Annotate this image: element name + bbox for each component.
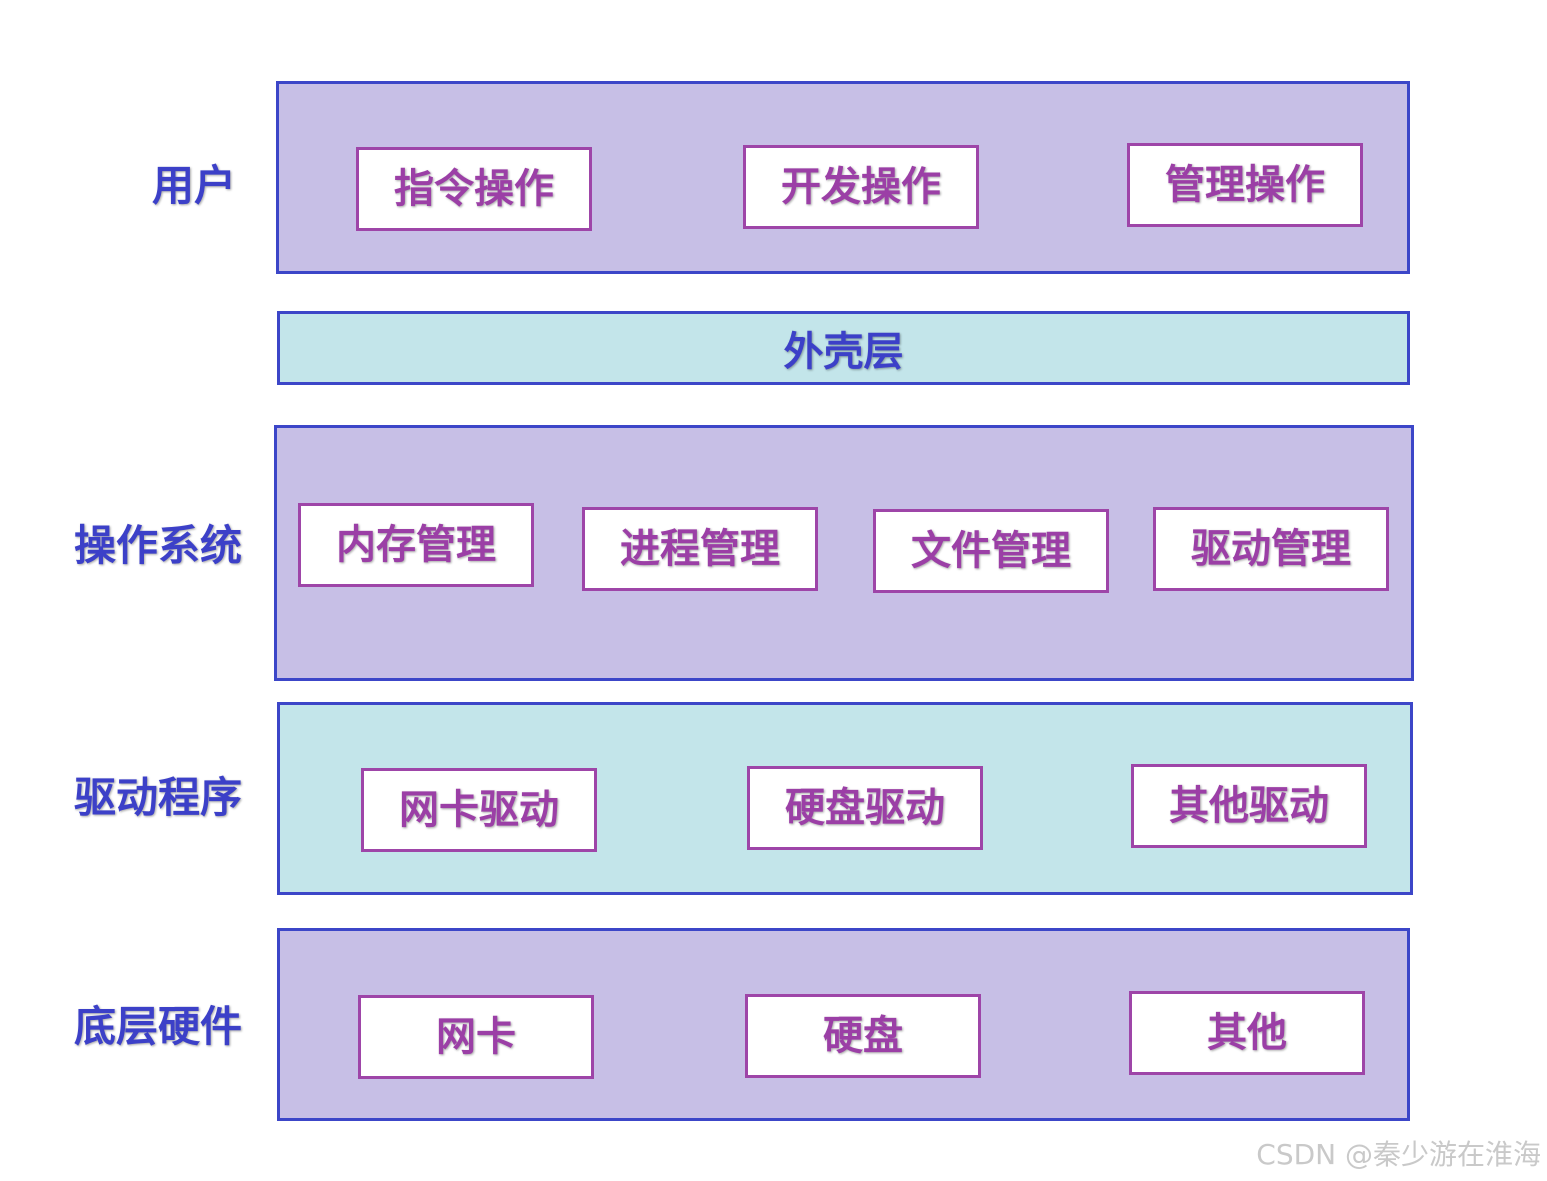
layer-label-hardware: 底层硬件: [74, 1002, 243, 1051]
driver-layer-panel: 网卡驱动 硬盘驱动 其他驱动: [277, 702, 1413, 895]
item-file-management: 文件管理: [873, 509, 1109, 593]
layer-label-driver: 驱动程序: [74, 773, 243, 822]
item-management-operation: 管理操作: [1127, 143, 1363, 227]
shell-layer-label: 外壳层: [783, 329, 904, 375]
user-layer-panel: 指令操作 开发操作 管理操作: [276, 81, 1410, 274]
hardware-layer-panel: 网卡 硬盘 其他: [277, 928, 1410, 1121]
shell-layer-panel: 外壳层: [277, 311, 1410, 385]
layer-label-os: 操作系统: [74, 521, 243, 570]
item-other-driver: 其他驱动: [1131, 764, 1367, 848]
item-memory-management: 内存管理: [298, 503, 534, 587]
watermark: CSDN @秦少游在淮海: [1256, 1138, 1541, 1171]
item-disk: 硬盘: [745, 994, 981, 1078]
item-driver-management: 驱动管理: [1153, 507, 1389, 591]
item-nic: 网卡: [358, 995, 594, 1079]
item-development-operation: 开发操作: [743, 145, 979, 229]
item-process-management: 进程管理: [582, 507, 818, 591]
layer-label-user: 用户: [152, 161, 237, 210]
item-disk-driver: 硬盘驱动: [747, 766, 983, 850]
os-layer-panel: 内存管理 进程管理 文件管理 驱动管理: [274, 425, 1414, 681]
item-command-operation: 指令操作: [356, 147, 592, 231]
item-other: 其他: [1129, 991, 1365, 1075]
item-nic-driver: 网卡驱动: [361, 768, 597, 852]
